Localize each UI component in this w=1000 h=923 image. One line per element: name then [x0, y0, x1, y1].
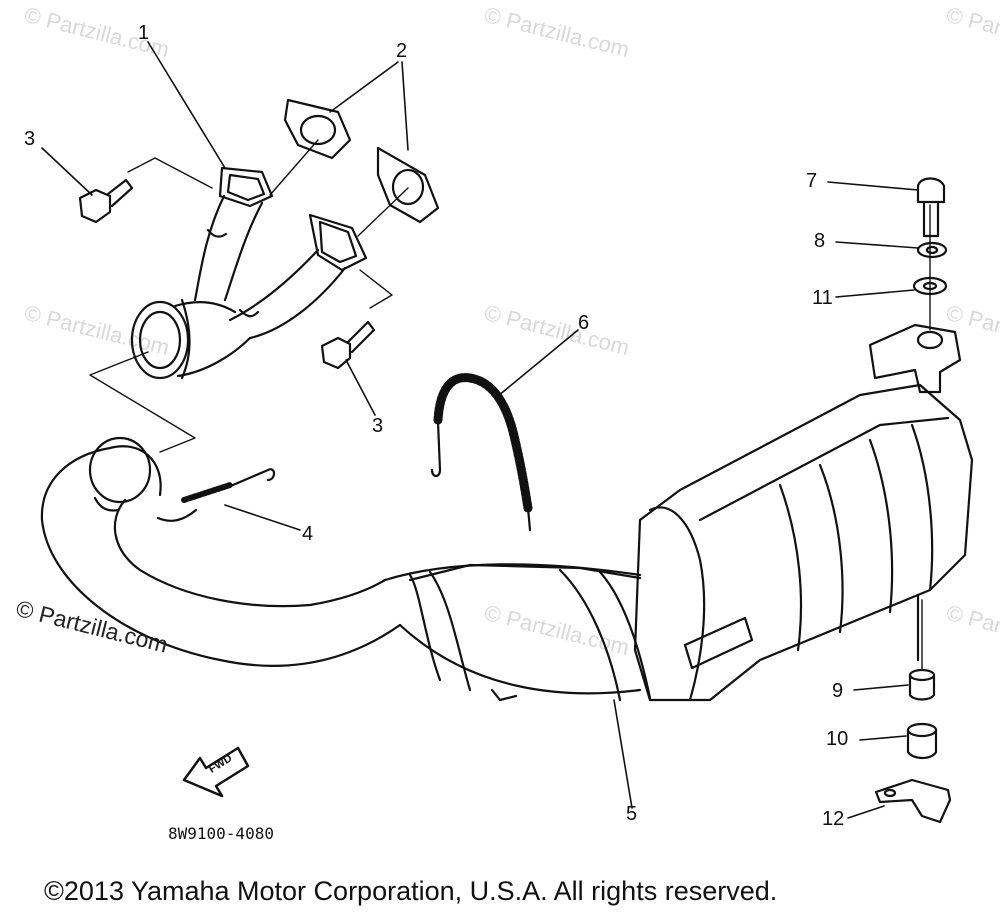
spring-part: [156, 468, 276, 522]
callout-3: 3: [372, 415, 384, 437]
leader-lines: [41, 41, 919, 819]
callout-4: 4: [302, 523, 314, 545]
callout-12: 12: [822, 808, 845, 830]
callout-5: 5: [626, 803, 638, 825]
cable-part: [430, 373, 533, 532]
diagram-code: 8W9100-4080: [168, 824, 274, 843]
exhaust-pipe-part: [130, 166, 368, 380]
fwd-arrow-icon: [182, 746, 250, 798]
damper-10-part: [906, 722, 938, 760]
callout-3: 3: [24, 128, 36, 150]
callout-7: 7: [806, 170, 818, 192]
gasket-part: [283, 98, 440, 224]
callout-9: 9: [832, 680, 844, 702]
muffler-part: [40, 323, 974, 702]
damper-9-part: [908, 668, 936, 701]
callout-1: 1: [138, 22, 150, 44]
washer-8-part: [916, 241, 948, 259]
bolt-part: [78, 178, 376, 370]
callout-10: 10: [826, 728, 849, 750]
callout-6: 6: [578, 312, 590, 334]
callout-8: 8: [814, 230, 826, 252]
bracket-12-part: [874, 778, 952, 824]
callout-11: 11: [812, 287, 833, 309]
callout-2: 2: [396, 40, 408, 62]
assembly-lines: [89, 139, 931, 671]
copyright-notice: ©2013 Yamaha Motor Corporation, U.S.A. A…: [44, 876, 778, 906]
bolt-7-part: [916, 177, 946, 238]
